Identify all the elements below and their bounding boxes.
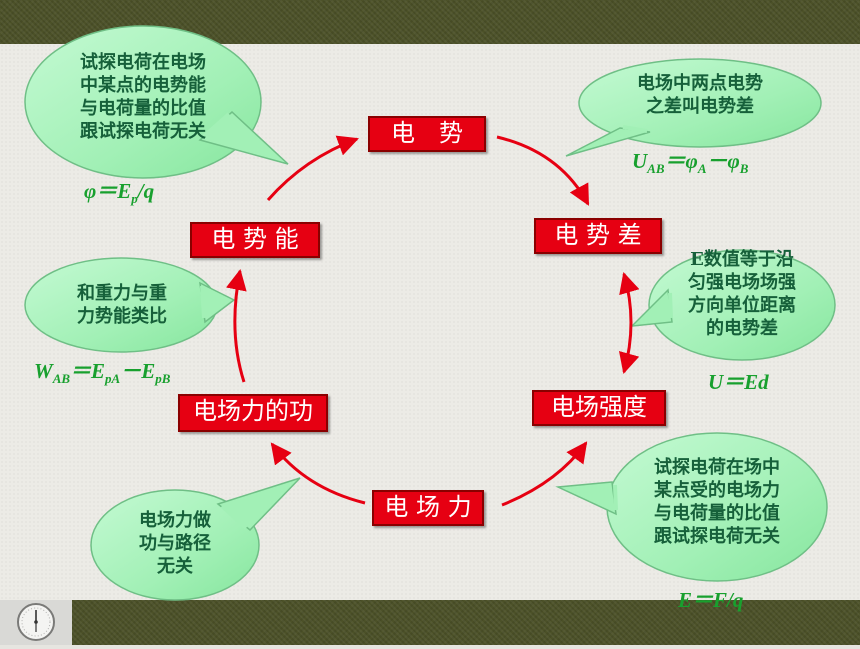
formula-field-strength: E＝F/q <box>678 588 744 612</box>
formula-uniform-field: U＝Ed <box>708 370 769 394</box>
arrow-work-to-potential-energy <box>226 268 247 383</box>
callout-field-strength-definition <box>555 432 828 582</box>
callout-text-potential-difference: 电场中两点电势 之差叫电势差 <box>637 73 763 117</box>
callout-text-energy-analogy: 和重力与重 力势能类比 <box>77 283 167 327</box>
callout-text-uniform-field: E数值等于沿 匀强电场场强 方向单位距离 的电势差 <box>688 249 796 339</box>
arrow-force-to-field-strength <box>501 441 588 507</box>
formula-potential: φ＝Ep/q <box>84 179 155 207</box>
clock-button[interactable] <box>0 600 72 645</box>
node-field-force: 电 场 力 <box>372 490 484 526</box>
callout-energy-analogy <box>24 257 236 353</box>
bottom-band <box>0 600 860 645</box>
node-field-work: 电场力的功 <box>178 394 328 432</box>
callout-text-field-strength-definition: 试探电荷在场中 某点受的电场力 与电荷量的比值 跟试探电荷无关 <box>654 457 780 547</box>
arrow-force-to-work <box>270 442 366 505</box>
formula-potential-difference: UAB＝φA－φB <box>632 149 749 177</box>
node-field-strength: 电场强度 <box>532 390 666 426</box>
callout-text-path-independence: 电场力做 功与路径 无关 <box>139 510 211 577</box>
node-potential-difference: 电 势 差 <box>534 218 662 254</box>
formula-work: WAB＝EpA－EpB <box>34 359 171 387</box>
callout-uniform-field <box>629 249 836 361</box>
callout-text-potential-definition: 试探电荷在电场 中某点的电势能 与电荷量的比值 跟试探电荷无关 <box>80 52 206 142</box>
node-potential-energy: 电 势 能 <box>190 222 320 258</box>
arrow-potential-to-difference <box>496 135 590 206</box>
callout-potential-difference-definition <box>565 58 822 157</box>
callout-potential-definition <box>24 25 289 179</box>
arrow-potential-energy-to-potential <box>266 135 359 201</box>
callout-path-independence <box>90 477 301 601</box>
clock-icon <box>17 603 55 641</box>
arrow-difference-field-strength <box>618 271 640 375</box>
node-potential: 电 势 <box>368 116 486 152</box>
